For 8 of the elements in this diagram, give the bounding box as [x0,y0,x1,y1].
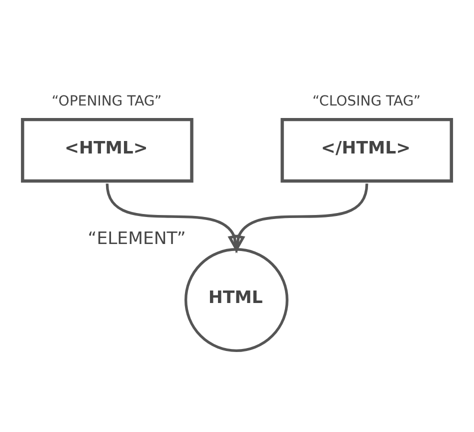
arrow [106,183,240,254]
node-circle: HTML [184,248,288,352]
node-label: “CLOSING TAG” [312,93,421,110]
node-box: <HTML> [20,118,194,183]
node-label: “OPENING TAG” [52,93,162,110]
node-box: </HTML> [280,118,454,183]
node-label: “ELEMENT” [88,228,186,249]
arrow [232,183,368,254]
